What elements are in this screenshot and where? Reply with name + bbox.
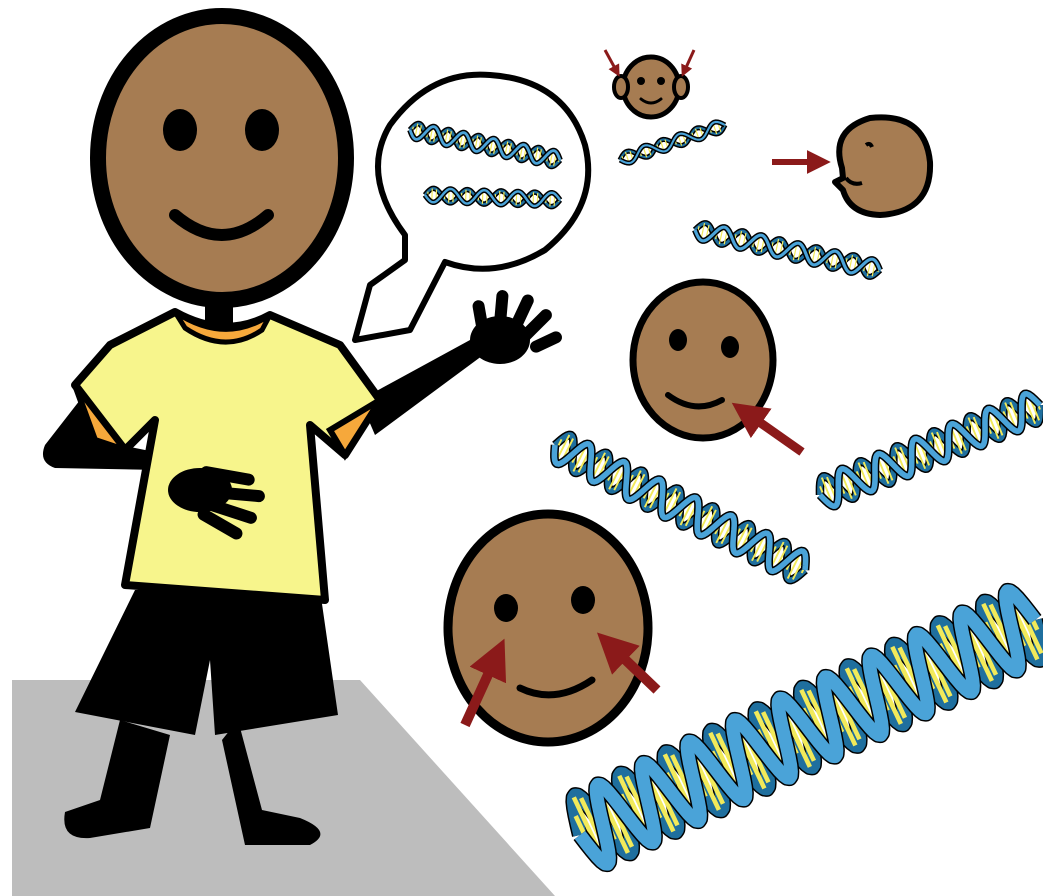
dna-helix-icon	[820, 394, 1040, 506]
face-icon	[835, 117, 930, 215]
person-waving-hand	[470, 290, 564, 364]
person-left-eye	[163, 109, 197, 151]
person-head	[98, 16, 346, 300]
mouth-arrow-icon	[745, 412, 802, 452]
dna-helix-icon	[620, 122, 725, 163]
dna-helix-icon	[695, 223, 880, 277]
person-right-eye	[245, 109, 279, 151]
person-right-arm	[360, 340, 490, 435]
face-icon	[614, 57, 688, 117]
